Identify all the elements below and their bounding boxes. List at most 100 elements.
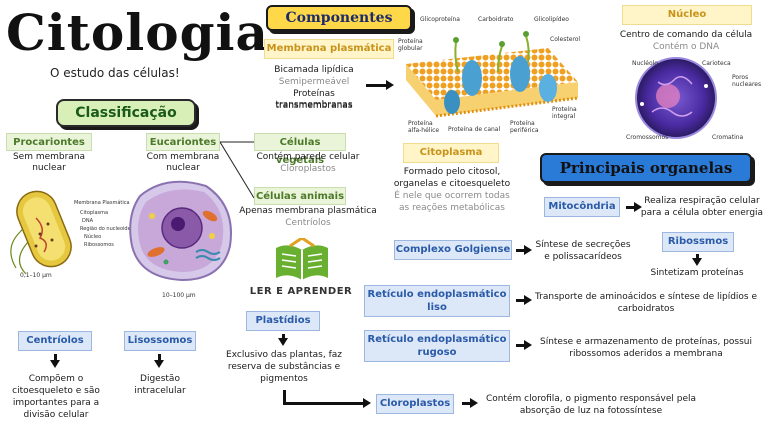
eukaryote-connectors [220, 141, 255, 199]
animal-cells-desc-2: Centríolos [285, 218, 331, 228]
nucleus-label: Núcleo [622, 5, 752, 25]
centrioles-arrow [50, 354, 60, 368]
components-header: Componentes [266, 5, 412, 31]
plastids-arrow [278, 334, 288, 346]
smooth-er-label: Retículo endoplasmático liso [364, 285, 510, 317]
membrane-desc-3b: transmembranas [275, 101, 353, 111]
rough-er-desc-2: ribossomos aderidos a membrana [569, 349, 723, 359]
membrane-label-proteina-canal: Proteína de canal [448, 126, 501, 133]
bacteria-label-nucleoide: Região do nucleoide [80, 226, 131, 232]
plastids-desc-2: reserva de substâncias e [227, 362, 341, 372]
membrane-label-colesterol: Colesterol [550, 36, 581, 43]
prokaryotes-desc-1: Sem membrana [12, 152, 86, 162]
membrane-label-proteina-globular: Proteína globular [398, 38, 423, 52]
rough-er-desc-1: Síntese e armazenamento de proteínas, po… [539, 337, 753, 347]
book-logo-icon [276, 238, 328, 280]
eukaryotes-desc-1: Com membrana [146, 152, 220, 162]
plant-cells-desc-2: Cloroplastos [280, 164, 336, 174]
ribosomes-desc: Sintetizam proteínas [650, 268, 744, 278]
membrane-desc-1: Bicamada lipídica [274, 65, 354, 75]
lysosomes-desc-2: intracelular [134, 386, 186, 396]
plastids-label: Plastídios [246, 311, 320, 331]
eukaryotes-desc-2: nuclear [166, 163, 200, 173]
prokaryotes-desc-2: nuclear [32, 163, 66, 173]
nucleus-label-cromossomos: Cromossomos [626, 134, 669, 141]
centrioles-label: Centríolos [18, 331, 92, 351]
prokaryotes-label: Procariontes [6, 133, 92, 151]
membrane-label-proteina-alfa: Proteína alfa-hélice [408, 120, 440, 134]
centrioles-desc-3: importantes para a [12, 398, 100, 408]
golgi-desc-1: Síntese de secreções [535, 240, 631, 250]
centrioles-desc-2: citoesqueleto e são [12, 386, 100, 396]
cytoplasm-desc-3: É nele que ocorrem todas [394, 191, 510, 201]
plant-cells-desc-1: Contém parede celular [256, 152, 360, 162]
classification-header: Classificação [56, 99, 196, 127]
chloroplasts-arrow [462, 398, 478, 408]
smooth-er-label-line2: liso [427, 302, 447, 313]
logo-text: LER E APRENDER [249, 286, 353, 297]
mitochondria-desc-1: Realiza respiração celular [644, 196, 760, 206]
membrane-desc-3: Proteínas transmembranas [275, 89, 353, 110]
nucleus-label-carioteca: Carioteca [702, 60, 731, 67]
cytoplasm-desc-2: organelas e citoesqueleto [393, 179, 511, 189]
organelles-header: Principais organelas [540, 153, 752, 183]
golgi-label: Complexo Golgiense [394, 240, 512, 260]
rough-er-label-line2: rugoso [417, 347, 457, 358]
smooth-er-arrow [516, 295, 532, 305]
membrane-desc-2: Semipermeável [278, 77, 350, 87]
membrane-label: Membrana plasmática [264, 39, 394, 59]
plant-cells-label: Células vegetais [254, 133, 346, 166]
chloroplasts-desc-2: absorção de luz na fotossíntese [519, 406, 663, 416]
nucleus-illustration [635, 57, 717, 139]
centrioles-desc-4: divisão celular [23, 410, 89, 420]
mitochondria-arrow [626, 202, 642, 212]
page-title: Citologia [6, 3, 269, 62]
eukaryotes-label: Eucariontes [146, 133, 220, 151]
lysosomes-arrow [154, 354, 164, 368]
bacteria-label-ribossomos: Ribossomos [84, 242, 114, 248]
plastids-connector-vertical [283, 390, 286, 404]
centrioles-desc-1: Compõem o [28, 374, 84, 384]
bacteria-scale: 0,1–10 µm [20, 272, 52, 279]
animal-cells-desc-1: Apenas membrana plasmática [239, 206, 377, 216]
plastids-desc-3: pigmentos [260, 374, 308, 384]
membrane-arrow [366, 80, 394, 90]
smooth-er-desc-2: carboidratos [617, 304, 675, 314]
bacteria-illustration [10, 190, 72, 275]
bacteria-label-dna: DNA [82, 218, 94, 224]
mitochondria-desc-2: para a célula obter energia [640, 208, 764, 218]
mitochondria-label: Mitocôndria [544, 197, 620, 217]
rough-er-label-line1: Retículo endoplasmático [367, 334, 507, 345]
rough-er-label: Retículo endoplasmático rugoso [364, 330, 510, 362]
membrane-label-proteina-integral: Proteína integral [552, 106, 577, 120]
bacteria-label-citoplasma: Citoplasma [80, 210, 109, 216]
smooth-er-desc-1: Transporte de aminoácidos e síntese de l… [534, 292, 758, 302]
membrane-label-glicoproteina: Glicoproteína [420, 16, 460, 23]
rough-er-arrow [516, 340, 532, 350]
cytoplasm-desc-4: as reações metabólicas [399, 203, 505, 213]
nucleus-desc-1: Centro de comando da célula [619, 30, 753, 40]
lysosomes-desc-1: Digestão [140, 374, 180, 384]
ribosomes-label: Ribossmos [662, 232, 734, 252]
chloroplasts-desc-1: Contém clorofila, o pigmento responsável… [485, 394, 697, 404]
page-subtitle: O estudo das células! [50, 66, 180, 80]
nucleus-label-poros: Poros nucleares [732, 74, 762, 88]
animal-cell-illustration [129, 180, 232, 282]
lysosomes-label: Lisossomos [124, 331, 196, 351]
membrane-diagram [406, 31, 579, 118]
chloroplasts-label: Cloroplastos [376, 394, 454, 414]
animal-cell-scale: 10–100 µm [162, 292, 196, 299]
nucleus-label-cromatina: Cromatina [712, 134, 744, 141]
animal-cells-label: Células animais [254, 187, 346, 205]
membrane-label-proteina-periferica: Proteína periférica [510, 120, 539, 134]
plastids-connector-arrow [283, 398, 371, 408]
cytoplasm-desc-1: Formado pelo citosol, [403, 167, 501, 177]
golgi-desc-2: e polissacarídeos [544, 252, 622, 262]
nucleus-desc-2: Contém o DNA [652, 42, 720, 52]
membrane-label-glicolipideo: Glicolipídeo [534, 16, 569, 23]
ribosomes-arrow [692, 254, 702, 266]
bacteria-label-nucleo: Núcleo [84, 234, 102, 240]
plastids-desc-1: Exclusivo das plantas, faz [226, 350, 342, 360]
membrane-label-carboidrato: Carboidrato [478, 16, 514, 23]
cytoplasm-label: Citoplasma [403, 143, 499, 163]
